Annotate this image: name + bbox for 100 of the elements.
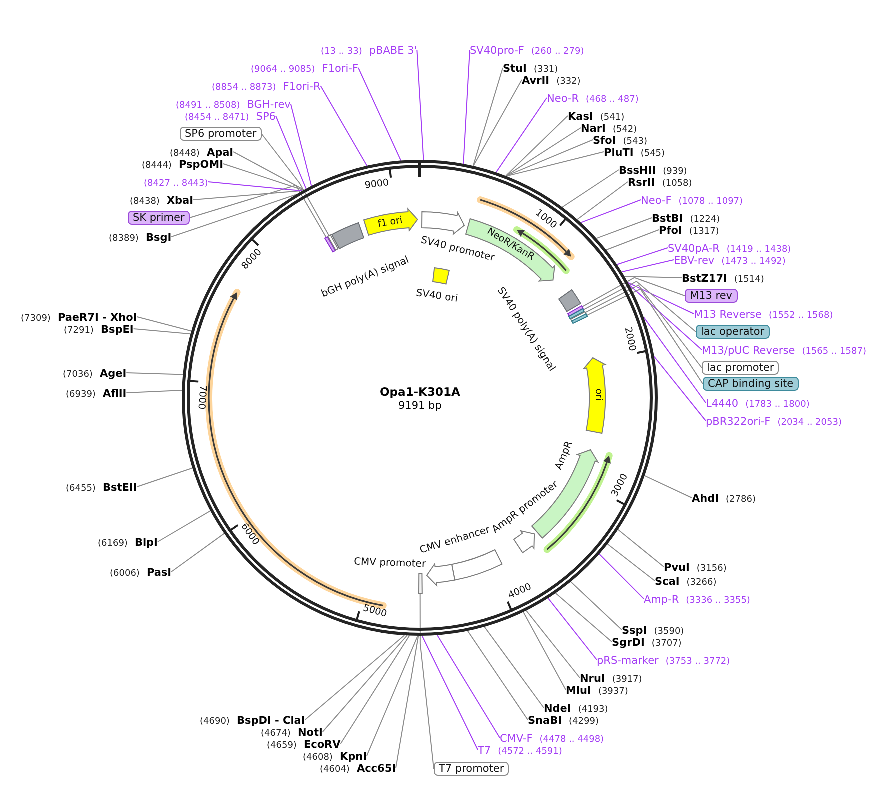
leader-line: [473, 80, 522, 167]
site-position: (1224): [690, 214, 720, 226]
primer-position: (8427 .. 8443): [144, 178, 208, 190]
feature-tag: T7 promoter: [434, 762, 510, 776]
site-position: (332): [556, 76, 581, 88]
primer-name: Neo-F: [641, 194, 672, 208]
feature-tag: M13 rev: [685, 289, 738, 303]
leader-line: [577, 182, 628, 220]
enzyme-name: BssHII: [619, 164, 656, 178]
leader-line: [583, 280, 696, 332]
primer-name: pBR322ori-F: [706, 416, 771, 428]
feature-mark: [568, 308, 586, 320]
site-position: (4193): [578, 704, 608, 716]
leader-line: [643, 316, 706, 404]
leader-line: [582, 277, 686, 308]
plasmid-name: Opa1-K301A: [380, 385, 460, 399]
leader-line: [506, 140, 594, 177]
leader-line: [506, 116, 568, 177]
leader-line: [133, 328, 192, 335]
leader-line: [208, 182, 303, 192]
leader-line: [628, 282, 694, 314]
enzyme-name: NdeI: [544, 702, 572, 716]
enzyme-name: SfoI: [593, 134, 616, 148]
site-position: (4604): [320, 764, 350, 776]
plasmid-size: 9191 bp: [398, 400, 442, 412]
site-position: (4608): [303, 752, 333, 764]
feature-tag: CAP binding site: [703, 377, 799, 391]
feature-label: AmpR: [553, 440, 576, 473]
leader-line: [467, 630, 528, 720]
enzyme-name: SgrDI: [612, 636, 645, 650]
scale-label: 5000: [362, 602, 388, 620]
feature-mark: [326, 234, 340, 252]
feature-label: SV40 ori: [415, 288, 459, 306]
leader-line: [136, 316, 192, 332]
leader-line: [506, 128, 582, 177]
site-position: (3156): [696, 562, 727, 576]
enzyme-name: PasI: [146, 566, 172, 580]
site-position: (1058): [662, 178, 692, 190]
enzyme-name: NarI: [581, 122, 606, 136]
leader-line: [275, 116, 307, 190]
leader-line: [506, 152, 604, 177]
enzyme-name: StuI: [503, 62, 527, 76]
leader-line: [654, 356, 706, 422]
feature-mark: [570, 313, 588, 325]
site-position: (8389): [109, 232, 139, 246]
enzyme-name: PvuI: [664, 562, 690, 574]
enzyme-name: PfoI: [659, 224, 682, 238]
primer-name: M13 Reverse: [694, 308, 762, 322]
leader-line: [644, 475, 692, 498]
scale-label: 7000: [196, 384, 208, 410]
enzyme-name: NotI: [298, 726, 323, 740]
enzyme-name: BstEII: [102, 482, 138, 494]
primer-position: (468 .. 487): [586, 94, 639, 106]
leader-line: [624, 276, 682, 278]
enzyme-name: BspEI: [100, 324, 134, 336]
primer-position: (4572 .. 4591): [498, 746, 562, 758]
feature-mark: [324, 236, 336, 253]
enzyme-name: AvrII: [522, 74, 550, 88]
site-position: (331): [534, 64, 558, 76]
enzyme-name: AhdI: [692, 492, 720, 506]
leader-line: [484, 626, 544, 708]
scale-label: 4000: [506, 582, 534, 602]
enzyme-name: XbaI: [166, 194, 194, 208]
leader-line: [416, 50, 424, 161]
site-position: (541): [600, 112, 625, 124]
leader-line: [436, 634, 500, 738]
primer-name: SV40pA-R: [668, 242, 720, 256]
site-position: (4299): [569, 716, 599, 728]
site-position: (939): [663, 166, 688, 178]
primer-name: pBABE 3': [369, 44, 418, 58]
leader-line: [562, 170, 620, 208]
leader-line: [463, 50, 470, 165]
primer-position: (3336 .. 3355): [686, 594, 750, 608]
leader-line: [304, 635, 406, 720]
site-position: (3266): [686, 576, 717, 590]
leader-line: [420, 594, 434, 770]
site-position: (7309): [21, 312, 51, 326]
primer-name: pRS-marker: [597, 654, 659, 668]
leader-line: [322, 635, 408, 732]
site-position: (1514): [734, 274, 764, 286]
enzyme-name: PaeR7I - XhoI: [58, 312, 138, 324]
leader-line: [555, 592, 612, 642]
feature-mark: [418, 572, 424, 595]
leader-line: [570, 581, 622, 630]
leader-line: [340, 635, 410, 744]
site-position: (6006): [110, 568, 140, 580]
leader-line: [596, 218, 652, 240]
primer-name: Amp-R: [644, 594, 680, 606]
enzyme-name: KasI: [568, 110, 594, 124]
enzyme-name: RsrII: [628, 176, 656, 190]
primer-position: (8454 .. 8471): [185, 112, 250, 124]
leader-line: [606, 230, 660, 251]
leader-line: [607, 544, 656, 582]
feature-label: CMV promoter: [354, 556, 426, 571]
enzyme-name: BspDI - ClaI: [236, 714, 306, 728]
site-position: (543): [623, 136, 648, 148]
primer-name: F1ori-F: [322, 62, 358, 76]
site-position: (7291): [64, 324, 94, 338]
leader-line: [523, 612, 566, 690]
enzyme-name: BstBI: [652, 212, 684, 226]
